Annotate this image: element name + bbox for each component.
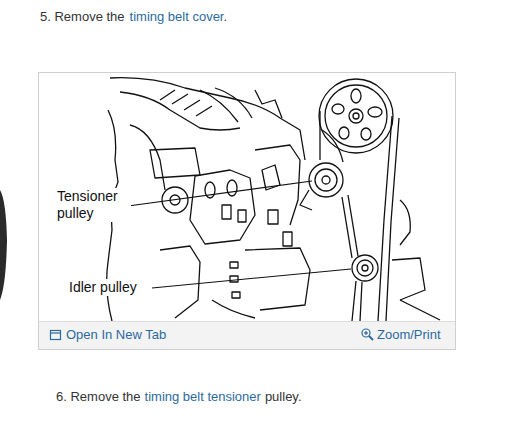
engine-drawing <box>107 78 440 321</box>
step-text: 5. Remove the <box>40 9 125 24</box>
step-text: 6. Remove the timing belt tensioner pulley… <box>56 389 302 404</box>
toolbar-link: Open In New Tab <box>66 327 166 342</box>
leader-lines <box>128 181 351 288</box>
text-link: timing belt tensioner <box>145 389 261 404</box>
step-text: pulley. <box>265 389 302 404</box>
edge-shadow <box>0 190 7 300</box>
step-text: 6. Remove the <box>56 389 141 404</box>
part-label: Idler pulley <box>69 279 137 296</box>
toolbar-link: Zoom/Print <box>377 327 441 342</box>
step-text: . <box>223 9 227 24</box>
part-label: Tensioner pulley <box>57 188 131 222</box>
text-link: timing belt cover <box>130 9 224 24</box>
image-toolbar <box>39 322 455 349</box>
image-frame <box>39 73 456 350</box>
step-text: 5. Remove the timing belt cover. <box>40 9 227 24</box>
